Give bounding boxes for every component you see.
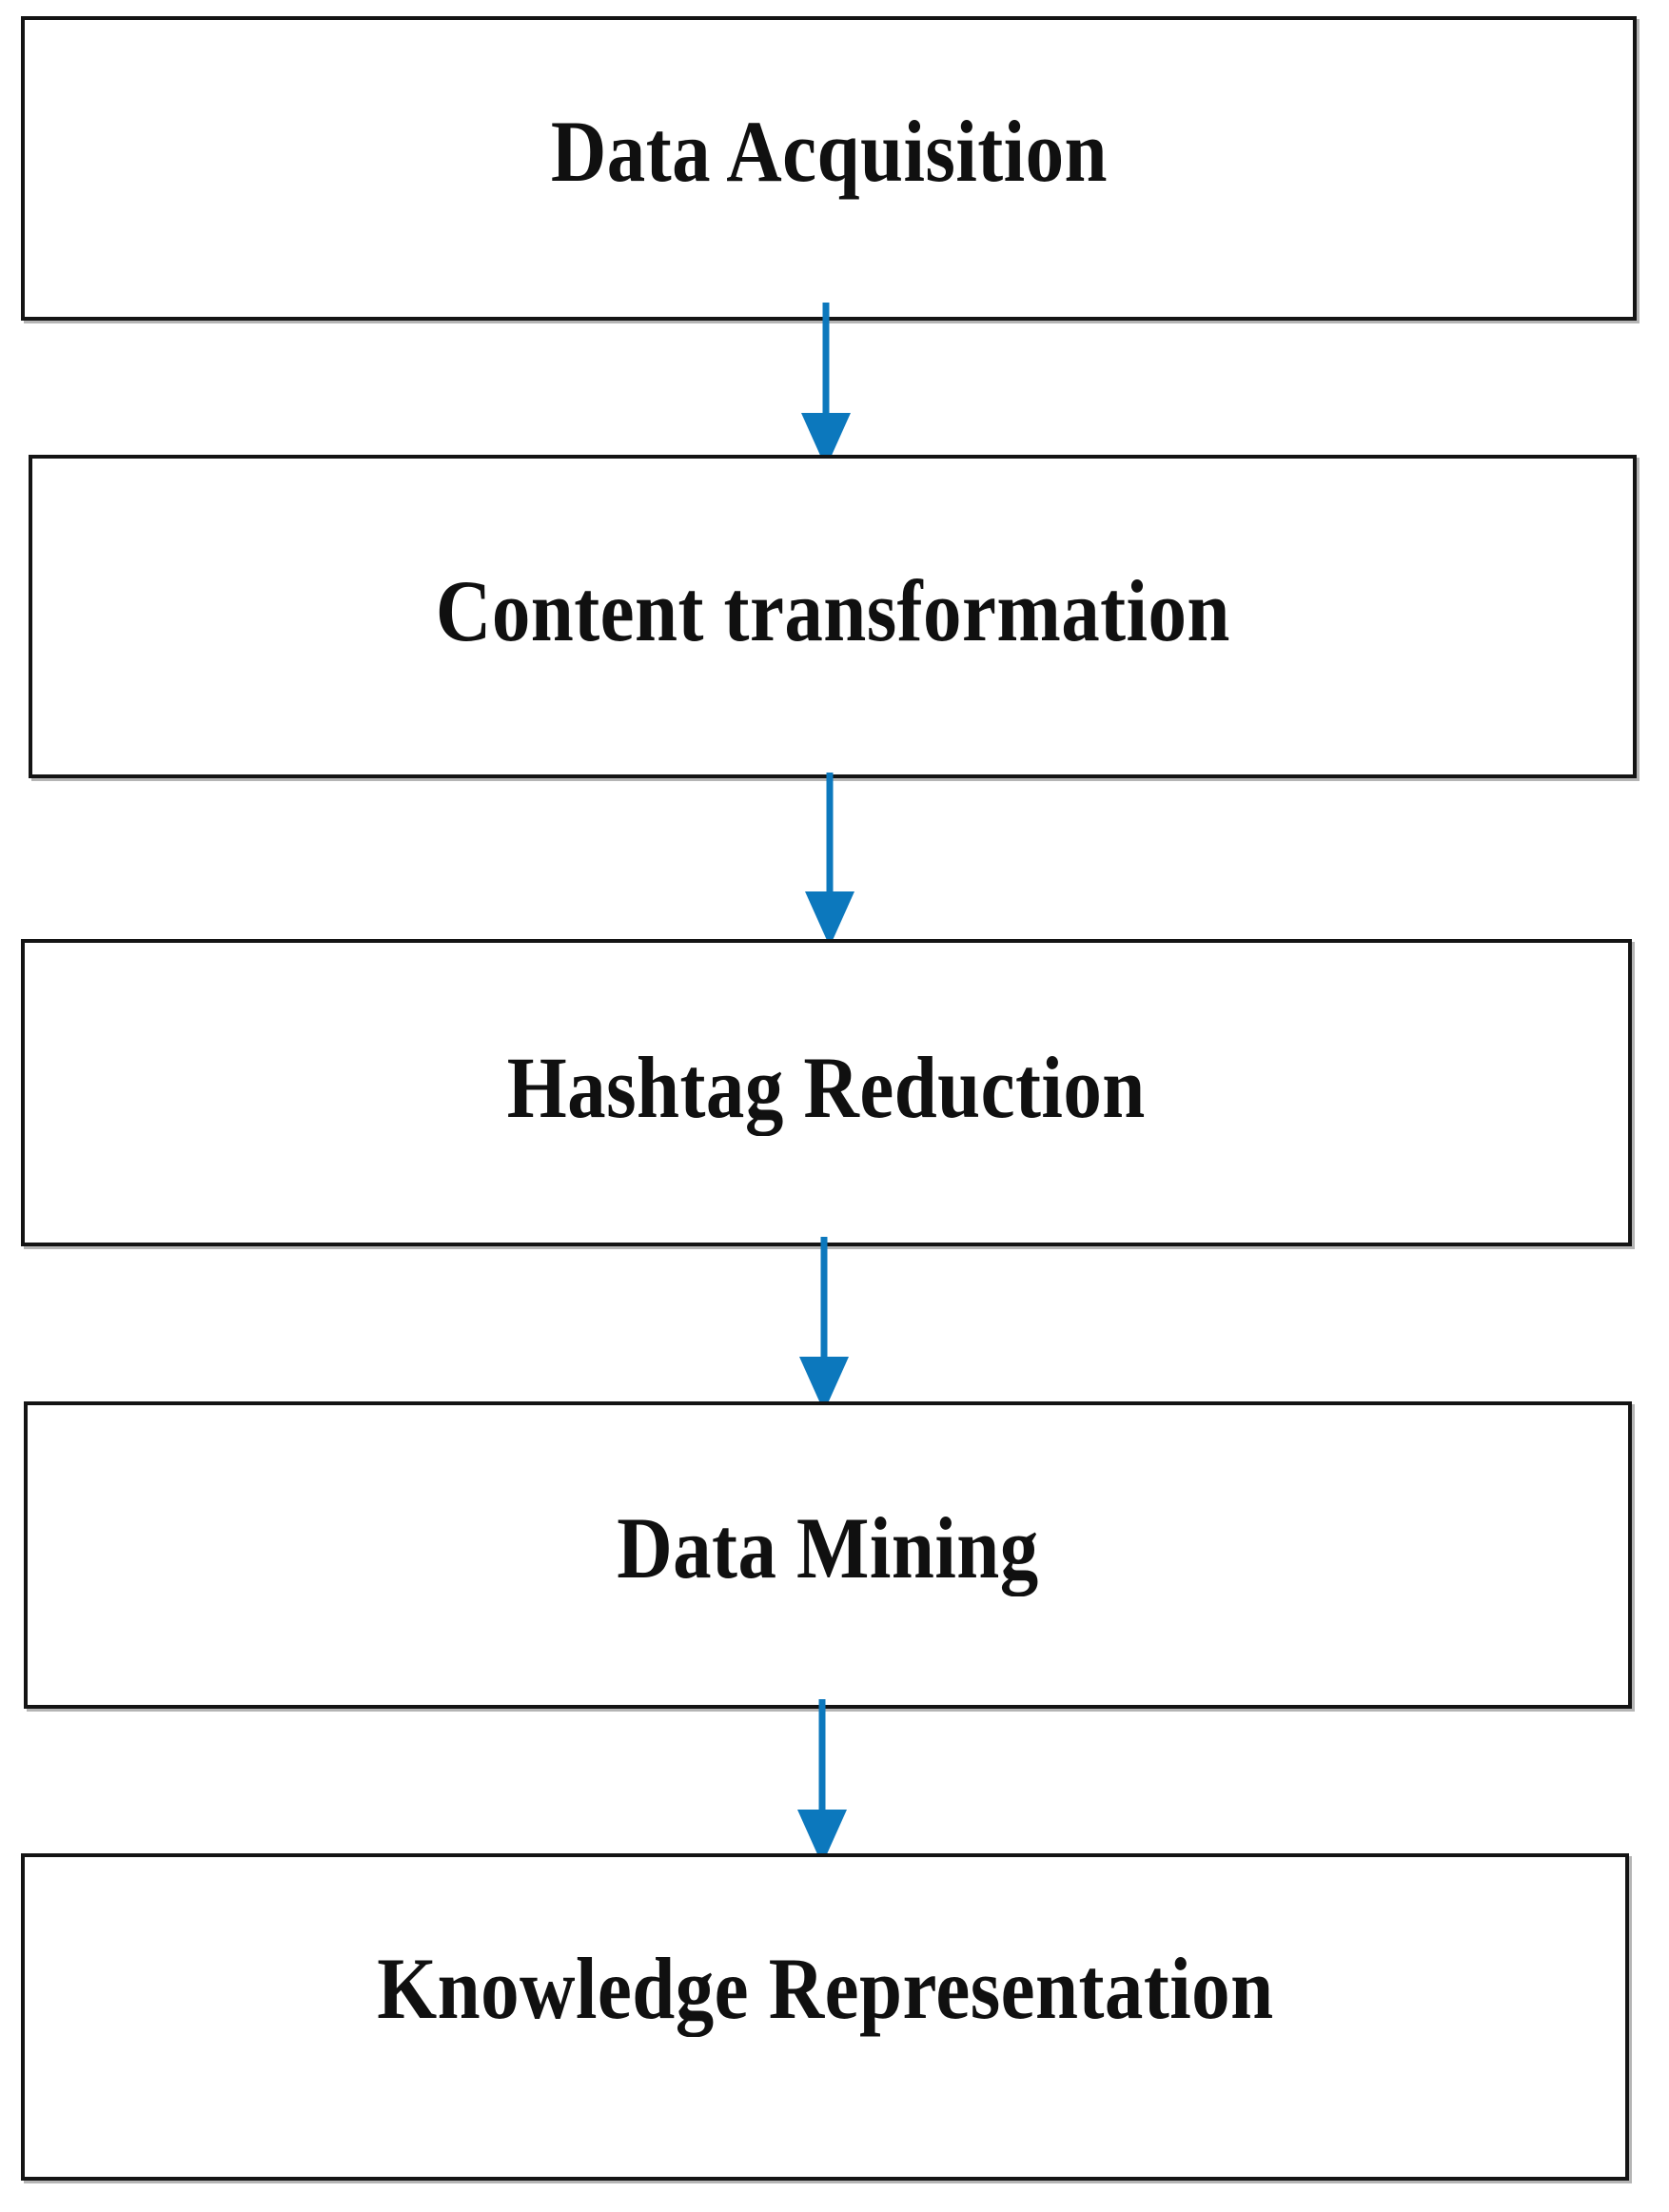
- flow-node-data-mining[interactable]: Data Mining: [24, 1401, 1632, 1709]
- flow-arrow-mining-to-knowledge: [794, 1699, 851, 1865]
- flow-arrow-acquisition-to-transformation: [797, 303, 854, 468]
- arrow-down-icon: [797, 1699, 847, 1865]
- flow-node-content-transformation[interactable]: Content transformation: [29, 455, 1637, 778]
- arrow-down-icon: [801, 303, 851, 468]
- flow-arrow-hashtag-to-mining: [795, 1237, 853, 1412]
- flow-node-label: Knowledge Representation: [376, 1940, 1274, 2037]
- flow-node-label: Hashtag Reduction: [507, 1038, 1146, 1136]
- flow-node-label: Data Mining: [617, 1498, 1039, 1596]
- arrow-down-icon: [805, 773, 854, 947]
- flow-node-label: Content transformation: [435, 562, 1230, 659]
- flow-node-label: Data Acquisition: [550, 103, 1108, 200]
- arrow-down-icon: [799, 1237, 849, 1412]
- flow-node-data-acquisition[interactable]: Data Acquisition: [21, 16, 1637, 321]
- flow-node-hashtag-reduction[interactable]: Hashtag Reduction: [21, 939, 1632, 1246]
- flow-arrow-transformation-to-hashtag: [801, 773, 858, 947]
- flow-node-knowledge-representation[interactable]: Knowledge Representation: [21, 1853, 1629, 2181]
